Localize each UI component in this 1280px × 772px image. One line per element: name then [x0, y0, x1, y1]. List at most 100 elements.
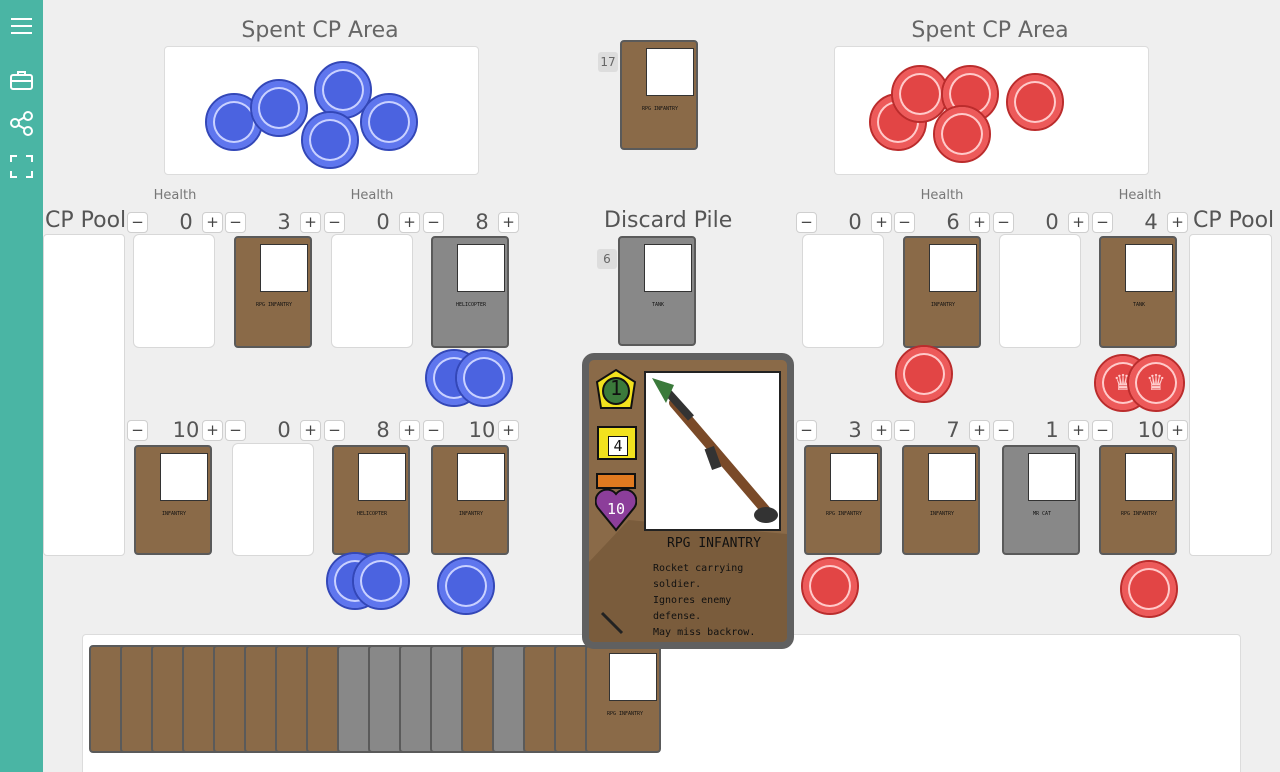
board-card[interactable]: RPG INFANTRY: [1099, 445, 1177, 555]
increment-button[interactable]: +: [202, 212, 223, 233]
spent-cp-area-left[interactable]: [164, 46, 479, 175]
counter: −0+: [993, 210, 1189, 236]
board-card[interactable]: INFANTRY: [134, 445, 212, 555]
cp-chip-blue[interactable]: [360, 93, 418, 151]
increment-button[interactable]: +: [1167, 212, 1188, 233]
increment-button[interactable]: +: [871, 212, 892, 233]
cp-chip-blue[interactable]: [455, 349, 513, 407]
counter: − 1 +: [993, 418, 1189, 444]
card-slot-empty[interactable]: [999, 234, 1081, 348]
deck-count: 17: [598, 52, 618, 72]
hand-area[interactable]: RPG INFANTRY: [82, 634, 1241, 772]
decrement-button[interactable]: −: [1092, 212, 1113, 233]
increment-button[interactable]: +: [399, 212, 420, 233]
increment-button[interactable]: +: [300, 420, 321, 441]
decrement-button[interactable]: −: [796, 212, 817, 233]
deck-card[interactable]: RPG INFANTRY: [620, 40, 698, 150]
share-icon[interactable]: [9, 111, 34, 136]
rpg-small-icon: [599, 610, 625, 636]
board-card[interactable]: HELICOPTER: [431, 236, 509, 348]
board-card[interactable]: INFANTRY: [902, 445, 980, 555]
briefcase-icon[interactable]: [9, 68, 34, 93]
decrement-button[interactable]: −: [993, 420, 1014, 441]
board-card[interactable]: INFANTRY: [903, 236, 981, 348]
card-slot-empty[interactable]: [331, 234, 413, 348]
increment-button[interactable]: +: [1167, 420, 1188, 441]
decrement-button[interactable]: −: [225, 420, 246, 441]
counter: −3+: [796, 418, 992, 444]
increment-button[interactable]: +: [871, 420, 892, 441]
increment-button[interactable]: +: [1068, 212, 1089, 233]
counter-value: 10: [468, 418, 496, 442]
cp-chip-blue[interactable]: [301, 111, 359, 169]
cost-badge: 1: [595, 368, 637, 412]
cp-pool-left[interactable]: [43, 234, 125, 556]
counter-value: 0: [376, 210, 390, 234]
decrement-button[interactable]: −: [894, 420, 915, 441]
counter: − 0 +: [225, 418, 421, 444]
cp-chip-red[interactable]: [895, 345, 953, 403]
card-slot-empty[interactable]: [133, 234, 215, 348]
cp-pool-right[interactable]: [1189, 234, 1272, 556]
increment-button[interactable]: +: [300, 212, 321, 233]
decrement-button[interactable]: −: [127, 212, 148, 233]
cp-pool-label-right: CP Pool: [1193, 208, 1275, 233]
board-card[interactable]: RPG INFANTRY: [804, 445, 882, 555]
counter: − 8 +: [324, 418, 520, 444]
board-card[interactable]: MR CAT: [1002, 445, 1080, 555]
cp-chip-red[interactable]: [1120, 560, 1178, 618]
decrement-button[interactable]: −: [796, 420, 817, 441]
decrement-button[interactable]: −: [324, 212, 345, 233]
decrement-button[interactable]: −: [225, 212, 246, 233]
card-description: Rocket carrying soldier. Ignores enemy d…: [653, 563, 756, 638]
increment-button[interactable]: +: [399, 420, 420, 441]
counter-value: 8: [376, 418, 390, 442]
card-slot-empty[interactable]: [232, 443, 314, 556]
discard-card[interactable]: TANK: [618, 236, 696, 346]
fullscreen-icon[interactable]: [9, 154, 34, 179]
health-label: Health: [153, 188, 197, 203]
increment-button[interactable]: +: [498, 420, 519, 441]
counter-value: 6: [946, 210, 960, 234]
counter-value: 10: [172, 418, 200, 442]
increment-button[interactable]: +: [969, 420, 990, 441]
menu-icon[interactable]: [9, 14, 34, 39]
cp-chip-red[interactable]: [801, 557, 859, 615]
sidebar: [0, 0, 43, 772]
counter-value: 0: [277, 418, 291, 442]
decrement-button[interactable]: −: [127, 420, 148, 441]
decrement-button[interactable]: −: [423, 420, 444, 441]
board-card[interactable]: RPG INFANTRY: [234, 236, 312, 348]
cp-chip-blue[interactable]: [352, 552, 410, 610]
hand-card[interactable]: RPG INFANTRY: [585, 645, 661, 753]
decrement-button[interactable]: −: [423, 212, 444, 233]
cp-chip-blue[interactable]: [437, 557, 495, 615]
board-card[interactable]: TANK: [1099, 236, 1177, 348]
counter-value: 1: [1045, 418, 1059, 442]
cp-chip-blue[interactable]: [250, 79, 308, 137]
decrement-button[interactable]: −: [993, 212, 1014, 233]
counter: −0+: [796, 210, 992, 236]
spent-cp-title-left: Spent CP Area: [241, 18, 399, 43]
increment-button[interactable]: +: [1068, 420, 1089, 441]
spent-cp-title-right: Spent CP Area: [911, 18, 1069, 43]
counter: − 10+: [423, 418, 619, 444]
card-preview: 1 4 10 RPG INFANTRY Rocket carrying sold…: [582, 353, 794, 649]
cp-chip-red[interactable]: ♛: [1127, 354, 1185, 412]
counter: −0+: [127, 210, 323, 236]
decrement-button[interactable]: −: [1092, 420, 1113, 441]
increment-button[interactable]: +: [969, 212, 990, 233]
board-card[interactable]: HELICOPTER: [332, 445, 410, 555]
spent-cp-area-right[interactable]: [834, 46, 1149, 175]
board-card[interactable]: INFANTRY: [431, 445, 509, 555]
decrement-button[interactable]: −: [324, 420, 345, 441]
card-slot-empty[interactable]: [802, 234, 884, 348]
cp-chip-red[interactable]: [933, 105, 991, 163]
cp-chip-red[interactable]: [1006, 73, 1064, 131]
increment-button[interactable]: +: [498, 212, 519, 233]
counter-value: 7: [946, 418, 960, 442]
increment-button[interactable]: +: [202, 420, 223, 441]
counter: −10+: [1092, 418, 1280, 444]
counter-value: 4: [1144, 210, 1158, 234]
decrement-button[interactable]: −: [894, 212, 915, 233]
